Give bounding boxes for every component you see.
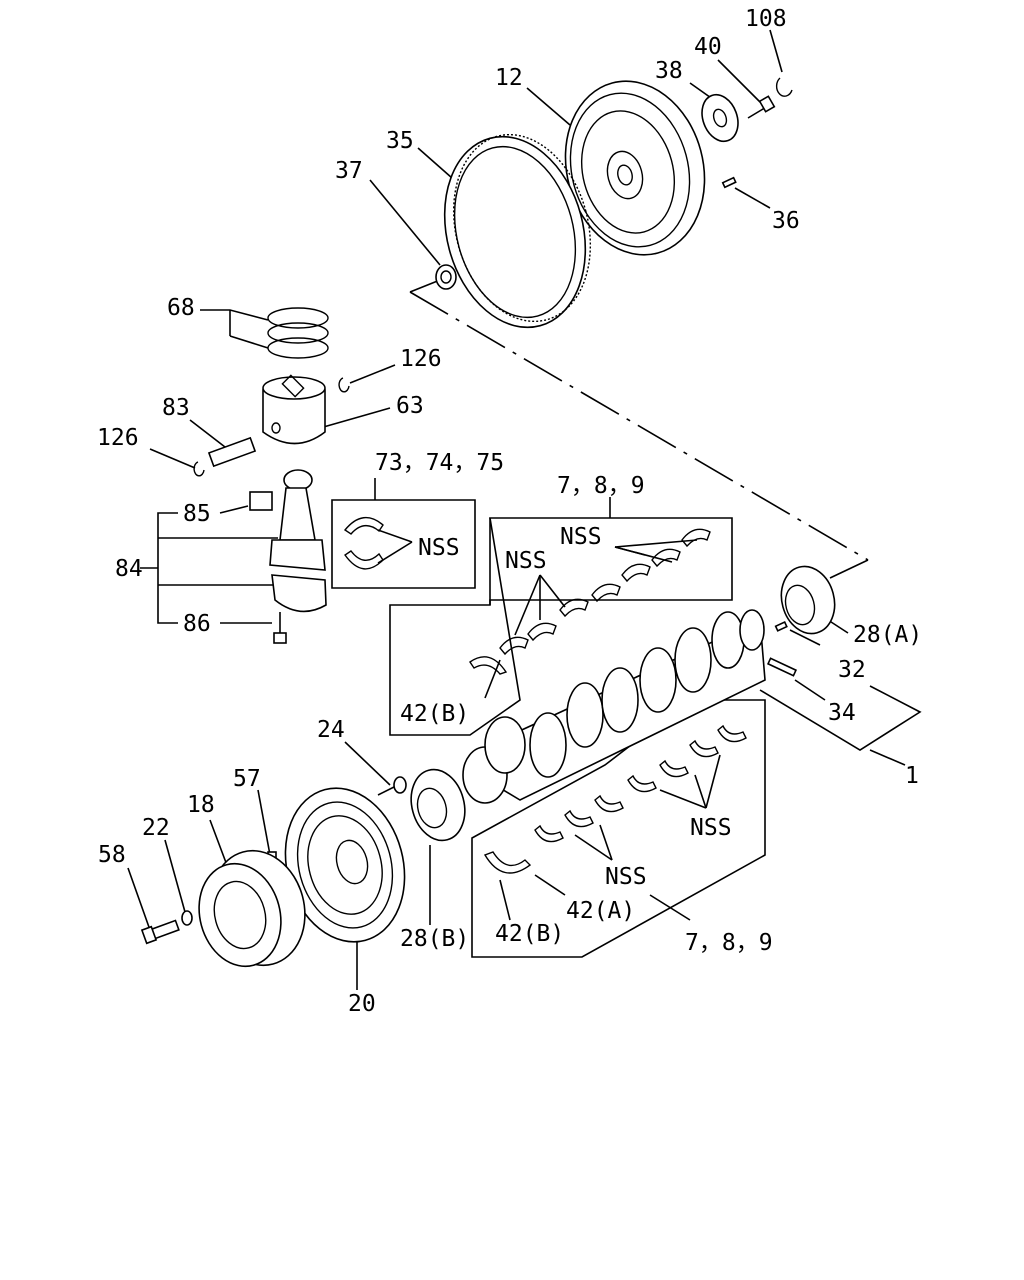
label-86: 86 (183, 611, 211, 637)
label-nss-lower-right: NSS (690, 815, 732, 841)
timing-gear-front (410, 768, 466, 842)
crankshaft (462, 609, 766, 804)
label-42b-lower: 42(B) (495, 921, 564, 947)
conrod-bearing-shells (343, 517, 384, 570)
label-37: 37 (335, 158, 363, 184)
label-83: 83 (162, 395, 190, 421)
label-24: 24 (317, 717, 345, 743)
label-126-lower: 126 (97, 425, 139, 451)
upper-main-bearing-shells (469, 528, 711, 675)
leader-lines (127, 29, 922, 990)
label-18: 18 (187, 792, 215, 818)
label-12: 12 (495, 65, 523, 91)
label-40: 40 (694, 34, 722, 60)
piston-pin (207, 436, 257, 468)
label-32: 32 (838, 657, 866, 683)
label-63: 63 (396, 393, 424, 419)
label-1: 1 (905, 763, 919, 789)
label-36: 36 (772, 208, 800, 234)
pulley-bolt (140, 919, 180, 945)
label-nss-conrod: NSS (418, 535, 460, 561)
crank-pulley (198, 849, 306, 968)
label-20: 20 (348, 991, 376, 1017)
flywheel (564, 80, 706, 256)
label-84: 84 (115, 556, 143, 582)
rod-cap (271, 574, 327, 613)
label-38: 38 (655, 58, 683, 84)
label-35: 35 (386, 128, 414, 154)
callout-labels: 108 40 38 12 35 37 36 68 126 63 83 126 7… (97, 6, 922, 1017)
label-28b: 28(B) (400, 926, 469, 952)
crank-damper (284, 787, 406, 943)
pulley-bolt-small (377, 776, 407, 796)
label-7-8-9-upper: 7，8，9 (557, 473, 645, 499)
label-34: 34 (828, 700, 856, 726)
circlip (338, 377, 350, 393)
label-68: 68 (167, 295, 195, 321)
flywheel-plate (701, 93, 739, 143)
piston-rings (267, 307, 329, 359)
label-nss-upper-left: NSS (505, 548, 547, 574)
label-73-74-75: 73，74，75 (375, 450, 504, 476)
label-57: 57 (233, 766, 261, 792)
label-28a: 28(A) (853, 622, 922, 648)
label-126-upper: 126 (400, 346, 442, 372)
label-nss-lower: NSS (605, 864, 647, 890)
crank-pin (766, 657, 798, 677)
label-58: 58 (98, 842, 126, 868)
ring-gear (443, 133, 592, 329)
timing-gear-rear (780, 565, 836, 635)
snap-ring (775, 77, 793, 97)
pilot-bearing (435, 264, 457, 290)
crank-key (774, 621, 788, 632)
label-7-8-9-lower: 7，8，9 (685, 930, 773, 956)
label-85: 85 (183, 501, 211, 527)
circlip (193, 461, 205, 477)
rod-bolt (273, 612, 287, 644)
lower-main-bearing-shells (483, 724, 747, 874)
label-42b-upper: 42(B) (400, 701, 469, 727)
flywheel-bolt (747, 95, 776, 119)
label-42a: 42(A) (566, 898, 635, 924)
dowel-pin (721, 176, 737, 189)
label-108: 108 (745, 6, 787, 32)
label-22: 22 (142, 815, 170, 841)
conrod-bearing-box (331, 499, 476, 589)
piston (262, 374, 326, 445)
rod-bushing (249, 491, 273, 511)
label-nss-upper-right: NSS (560, 524, 602, 550)
washer (181, 910, 193, 926)
connecting-rod (269, 469, 326, 571)
